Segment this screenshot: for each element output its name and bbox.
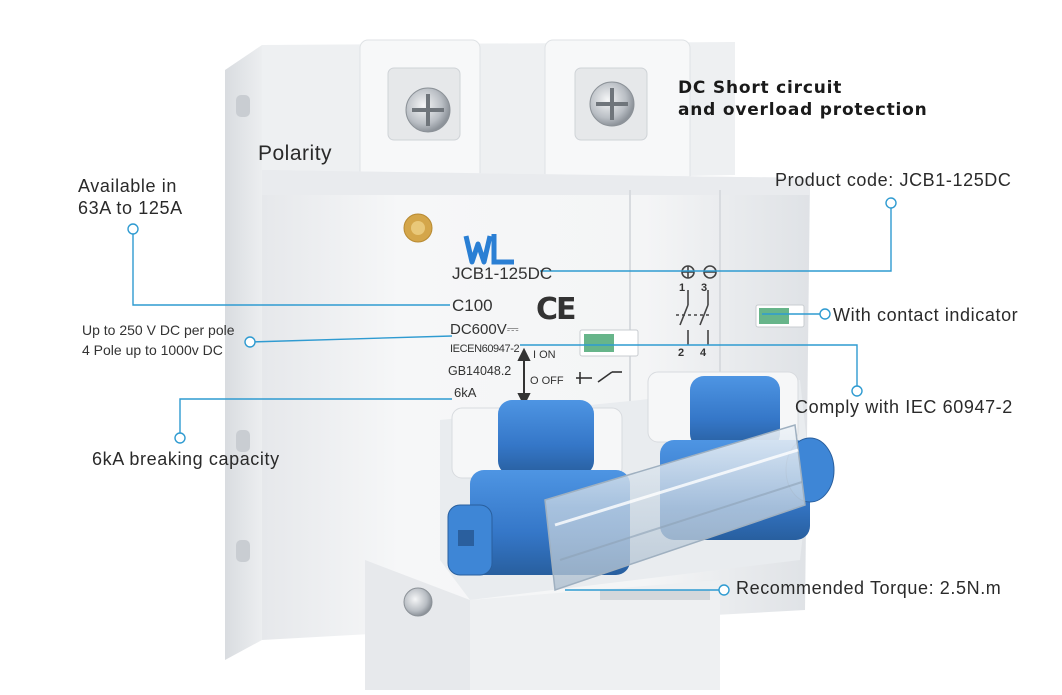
switch-symbol-icon [576,371,622,384]
contact-indicator-window-right [755,304,805,328]
device-voltage-text: DC600V⎓ [450,321,519,338]
top-screw-right-icon [589,81,635,127]
breaking-capacity-label: 6kA breaking capacity [92,449,280,469]
callout-line-product-code [540,203,892,272]
terminal-3-label: 3 [701,282,708,294]
off-label: O OFF [530,375,564,387]
callout-lines [132,203,892,591]
top-screw-left-icon [405,87,451,133]
breaker-back-side [225,45,262,660]
brand-logo-icon [463,234,514,265]
on-label: I ON [533,349,556,361]
terminal-4-label: 4 [700,347,707,359]
callout-line-voltage [249,335,453,343]
device-model-text: JCB1-125DC [452,264,553,283]
product-code-label: Product code: JCB1-125DC [775,170,1012,190]
available-line-2: 63A to 125A [78,198,183,218]
contact-indicator-window-left [579,329,639,357]
callout-line-available [132,229,450,306]
title-line-2: and overload protection [678,100,928,120]
callout-dots [127,197,897,596]
polarity-label: Polarity [258,142,333,165]
available-line-1: Available in [78,176,177,196]
device-rating-text: C100 [452,296,493,315]
device-standard-2: GB14048.2 [448,364,512,378]
callout-line-breaking [179,398,452,438]
torque-label: Recommended Torque: 2.5N.m [736,578,1002,598]
voltage-line-2: 4 Pole up to 1000v DC [82,342,223,358]
terminal-1-label: 1 [679,282,686,294]
terminal-2-label: 2 [678,347,685,359]
pole-circuit-symbol-icon [676,265,717,345]
iec-label: Comply with IEC 60947-2 [795,397,1013,417]
device-breaking-text: 6kA [454,385,477,400]
top-terminal-housing [262,39,735,191]
ce-mark: CE [536,292,576,327]
breaker-base [365,560,720,690]
voltage-line-1: Up to 250 V DC per pole [82,322,235,338]
device-standard-1: IECEN60947-2 [450,343,520,355]
on-off-arrow-icon [517,347,531,407]
callout-line-iec [520,344,858,391]
title-line-1: DC Short circuit [678,78,843,98]
contact-indicator-label: With contact indicator [833,305,1019,325]
clear-handle-bar [544,424,806,592]
